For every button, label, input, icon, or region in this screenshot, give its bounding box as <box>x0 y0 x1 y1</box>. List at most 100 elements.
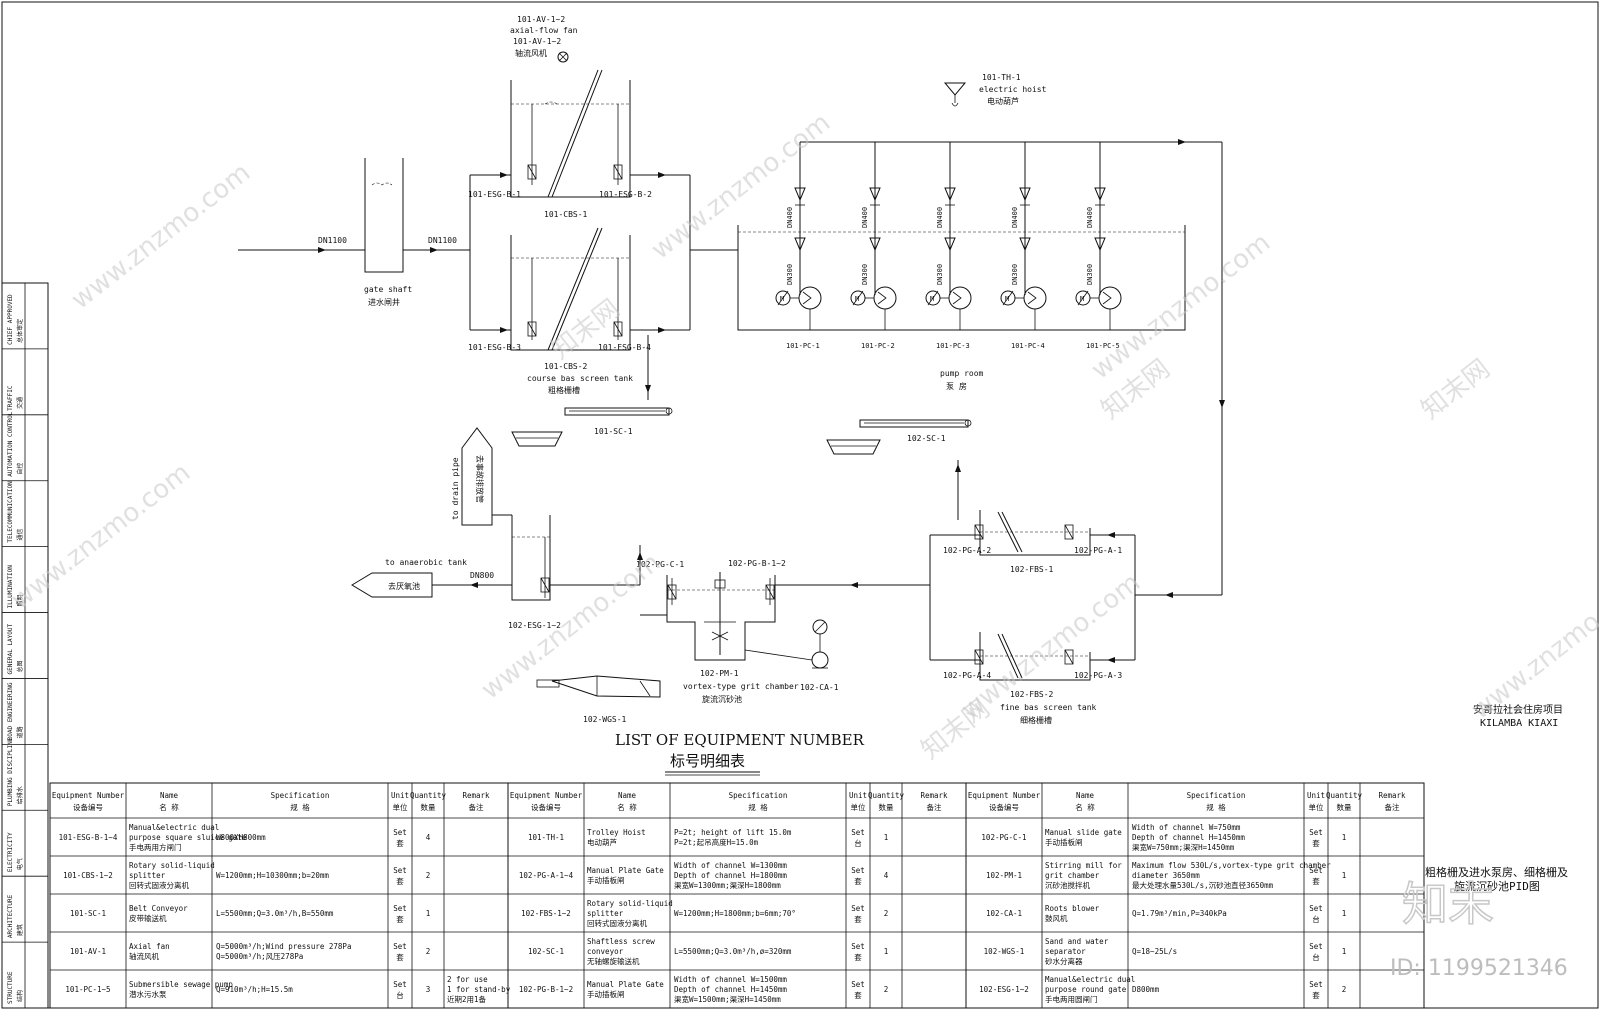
table-cell-spec: Width of channel W=750mm <box>1132 823 1241 832</box>
table-cell-name: splitter <box>587 909 624 918</box>
hoist-tag: 101-TH-1 <box>982 73 1021 82</box>
watermark-id: ID: 1199521346 <box>1390 956 1568 981</box>
table-header-en: Unit <box>849 791 867 800</box>
table-cell-unit: Set <box>393 904 407 913</box>
table-cell-unit: 套 <box>1312 876 1320 886</box>
table-cell-name: purpose square sluice gate <box>129 833 247 842</box>
drawing-title-2: 旋流沉砂池PID图 <box>1454 879 1540 893</box>
esg-b4-tag: 101-ESG-B-4 <box>598 343 651 352</box>
table-cell-qty: 2 <box>426 871 431 880</box>
table-header-cn: 数量 <box>879 802 894 812</box>
table-cell-unit: Set <box>851 942 865 951</box>
table-header-en: Unit <box>1307 791 1325 800</box>
table-cell-unit: Set <box>393 942 407 951</box>
table-cell-name: Manual Plate Gate <box>587 980 664 989</box>
sidebar-label-cn: 总体审定 <box>16 319 24 343</box>
table-cell-spec: W=1200mm;H=10300mm;b=20mm <box>216 871 329 880</box>
table-cell-remark: 1 for stand-by <box>447 985 511 994</box>
sidebar-label-cn: 通信 <box>16 529 24 541</box>
fbs-name-cn: 细格栅槽 <box>1020 715 1052 725</box>
table-cell-number: 102-PM-1 <box>986 871 1022 880</box>
pump-tag: 101-PC-2 <box>861 342 895 350</box>
pump-dn-mid: DN300 <box>786 264 794 285</box>
table-cell-name: Manual&electric dual <box>129 823 219 832</box>
sidebar-label-en: ROAD ENGINEERING <box>7 682 14 740</box>
table-cell-unit: 套 <box>1312 838 1320 848</box>
table-cell-name: conveyor <box>587 947 624 956</box>
pg-a3-tag: 102-PG-A-3 <box>1074 671 1122 680</box>
table-cell-name: Trolley Hoist <box>587 828 646 837</box>
motor-slash <box>1077 290 1089 306</box>
table-cell-qty: 1 <box>1342 833 1347 842</box>
table-cell-number: 102-PG-C-1 <box>981 833 1026 842</box>
gate-valve-icon <box>1019 237 1031 252</box>
wgs1-tag: 102-WGS-1 <box>583 715 627 724</box>
sidebar-label-cn: 电气 <box>16 858 24 870</box>
table-cell-number: 101-AV-1 <box>70 947 106 956</box>
gate-valve-icon <box>869 237 881 252</box>
table-cell-number: 102-FBS-1~2 <box>521 909 571 918</box>
sidebar-label-cn: 道路 <box>16 726 24 738</box>
table-cell-qty: 1 <box>1342 947 1347 956</box>
table-cell-spec: Width of channel W=1500mm <box>674 975 787 984</box>
table-cell-unit: Set <box>851 904 865 913</box>
table-cell-name: Manual&electric dual <box>1045 975 1135 984</box>
table-cell-unit: Set <box>393 828 407 837</box>
pump-tag: 101-PC-5 <box>1086 342 1120 350</box>
table-cell-name: 手动插板闸 <box>587 875 625 885</box>
table-cell-spec: Q=18~25L/s <box>1132 947 1177 956</box>
fine-screen-section: 102-SC-1 102-PG-A-2 102-PG-A-1 102-FBS-1… <box>826 419 1222 725</box>
watermark-text: www.znzmo.com <box>66 158 256 316</box>
table-cell-spec: Maximum flow 530L/s,vortex-type grit cha… <box>1132 861 1331 870</box>
table-cell-spec: Depth of channel H=1450mm <box>1132 833 1245 842</box>
table-cell-name: 皮带输送机 <box>129 913 167 923</box>
pg-a2-tag: 102-PG-A-2 <box>943 546 991 555</box>
table-header-en: Quantity <box>1326 791 1363 800</box>
sidebar-label-en: STRUCTURE <box>7 971 14 1004</box>
watermark-text: www.znzmo.com <box>956 568 1146 726</box>
table-header-en: Name <box>618 791 637 800</box>
pump-impeller <box>1102 291 1112 305</box>
sidebar-label-en: ILLUMINATION <box>7 565 14 609</box>
table-cell-name: Stirring mill for <box>1045 861 1122 870</box>
table-cell-spec: Width of channel W=1300mm <box>674 861 787 870</box>
pump-dn-top: DN400 <box>1086 207 1094 228</box>
esg-b1-tag: 101-ESG-B-1 <box>468 190 521 199</box>
ca1-tag: 102-CA-1 <box>800 683 839 692</box>
table-header-cn: 名 称 <box>1075 802 1095 812</box>
sc2-tag: 102-SC-1 <box>907 434 946 443</box>
watermark-text: www.znzmo.com <box>646 108 836 266</box>
table-cell-number: 102-WGS-1 <box>984 947 1025 956</box>
dn1100-inlet: DN1100 <box>318 236 347 245</box>
table-header-cn: 单位 <box>851 802 866 812</box>
table-header-en: Name <box>1076 791 1095 800</box>
table-cell-qty: 4 <box>884 871 889 880</box>
sand-separator-icon <box>536 675 661 698</box>
table-header-cn: 名 称 <box>159 802 179 812</box>
drain-label: to drain pipe <box>451 457 460 520</box>
table-cell-spec: W=1200mm;H=1800mm;b=6mm;70° <box>674 909 796 918</box>
table-header-cn: 单位 <box>1309 802 1325 812</box>
table-cell-number: 101-CBS-1~2 <box>63 871 113 880</box>
table-cell-name: 电动葫芦 <box>587 837 617 847</box>
table-cell-number: 102-CA-1 <box>986 909 1022 918</box>
table-cell-spec: Q=5000m³/h;风压278Pa <box>216 952 303 961</box>
sidebar-label-cn: 照明 <box>17 595 24 607</box>
table-header-en: Specification <box>729 791 788 800</box>
sidebar-label-en: ARCHITECTURE <box>7 894 14 938</box>
pump-dn-top: DN400 <box>1011 207 1019 228</box>
watermark-logo: 知末 <box>1402 877 1494 931</box>
gate-valve-icon <box>944 237 956 252</box>
table-cell-name: 无轴螺旋输送机 <box>587 956 640 966</box>
gate-shaft-label: gate shaft <box>364 285 412 294</box>
table-cell-unit: Set <box>393 980 407 989</box>
inlet-section: DN1100 gate shaft 进水闸井 DN1100 <box>238 158 470 307</box>
hoist-icon <box>943 82 967 107</box>
pump-impeller <box>1027 291 1037 305</box>
gate-valve-icon <box>794 237 806 252</box>
